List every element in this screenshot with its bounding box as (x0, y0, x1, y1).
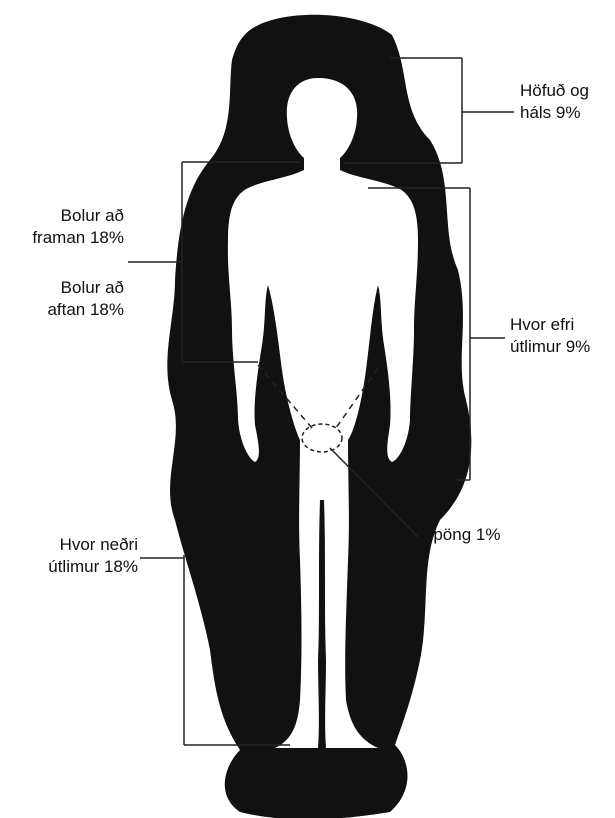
label-perineum-line1: Spöng 1% (422, 524, 500, 546)
label-head-neck-line2: háls 9% (520, 102, 589, 124)
label-torso-back-line1: Bolur að (0, 277, 124, 299)
label-torso-front: Bolur að framan 18% (0, 205, 124, 249)
label-upper-limb: Hvor efri útlimur 9% (510, 314, 590, 358)
label-lower-limb-line2: útlimur 18% (0, 556, 138, 578)
label-upper-limb-line1: Hvor efri (510, 314, 590, 336)
label-lower-limb-line1: Hvor neðri (0, 534, 138, 556)
label-torso-back: Bolur að aftan 18% (0, 277, 124, 321)
label-perineum: Spöng 1% (422, 524, 500, 546)
label-torso-back-line2: aftan 18% (0, 299, 124, 321)
label-head-neck: Höfuð og háls 9% (520, 80, 589, 124)
label-upper-limb-line2: útlimur 9% (510, 336, 590, 358)
label-torso-front-line2: framan 18% (0, 227, 124, 249)
label-torso-front-line1: Bolur að (0, 205, 124, 227)
label-head-neck-line1: Höfuð og (520, 80, 589, 102)
label-lower-limb: Hvor neðri útlimur 18% (0, 534, 138, 578)
